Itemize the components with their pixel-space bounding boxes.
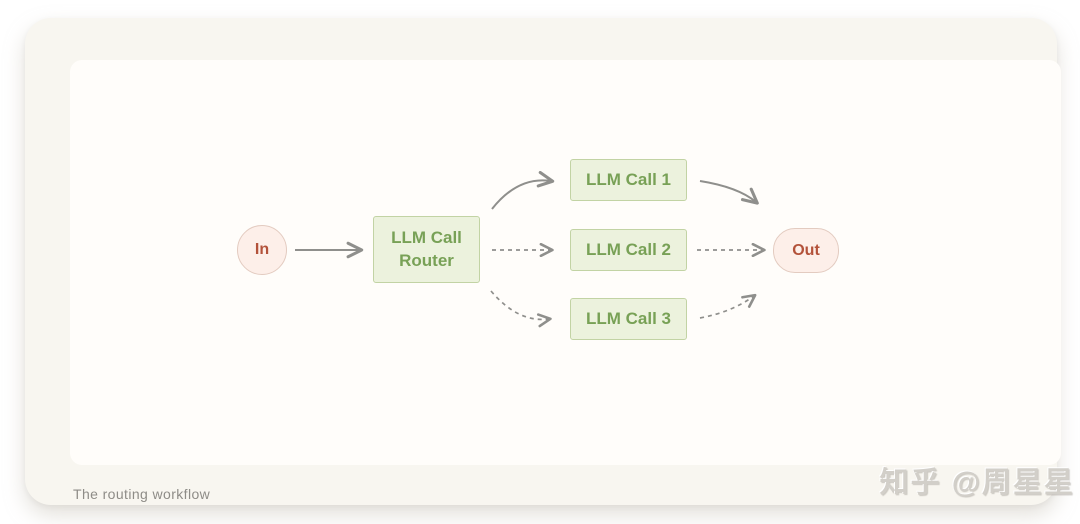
watermark: 知乎 @周星星 [879, 467, 1075, 499]
node-router-label: LLM Call Router [391, 227, 462, 270]
figure-card: The routing workflow [25, 18, 1061, 505]
node-in-label: In [254, 241, 270, 258]
node-call2-label: LLM Call 2 [585, 239, 671, 259]
node-call1-label: LLM Call 1 [585, 169, 671, 189]
node-llm-call-router: LLM Call Router [373, 216, 480, 283]
figure-caption: The routing workflow [73, 486, 211, 502]
node-out: Out [773, 228, 839, 273]
node-llm-call-1: LLM Call 1 [570, 159, 687, 201]
node-call3-label: LLM Call 3 [585, 308, 671, 328]
node-llm-call-3: LLM Call 3 [570, 298, 687, 340]
node-out-label: Out [792, 241, 820, 259]
node-llm-call-2: LLM Call 2 [570, 229, 687, 271]
diagram-panel [70, 60, 1061, 465]
node-in: In [237, 225, 287, 275]
